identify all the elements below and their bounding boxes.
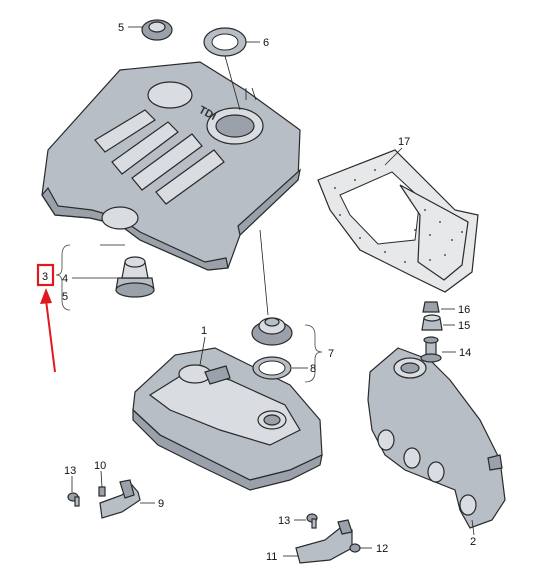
oil-cap-seal — [252, 356, 292, 380]
stud-13-left — [67, 492, 80, 507]
callout-4: 4 — [62, 273, 68, 285]
intake-manifold — [367, 347, 506, 529]
callout-14: 14 — [459, 347, 471, 359]
callout-6: 6 — [263, 37, 269, 49]
nut-16 — [422, 301, 440, 313]
callout-8: 8 — [310, 363, 316, 375]
bracket-11 — [295, 519, 353, 564]
engine-cover: TDI — [41, 61, 301, 271]
foam-texture — [334, 169, 463, 263]
brace-7-8 — [304, 324, 323, 383]
callout-1: 1 — [201, 325, 207, 337]
grommet-top — [141, 19, 173, 41]
callout-12: 12 — [376, 543, 388, 555]
callout-labels: 1 2 3 4 5 5 6 7 8 9 10 11 12 13 13 14 15… — [42, 22, 476, 563]
nut-12 — [349, 543, 361, 553]
callout-3: 3 — [42, 271, 48, 283]
rubber-mount — [115, 256, 155, 298]
oil-filler-cap — [251, 317, 293, 346]
noise-insulation — [317, 149, 479, 293]
callout-5-top: 5 — [118, 22, 124, 34]
stud-13-right — [306, 513, 318, 529]
callout-highlight — [36, 263, 56, 373]
callout-10: 10 — [94, 460, 106, 472]
callout-15: 15 — [458, 320, 470, 332]
callout-16: 16 — [458, 304, 470, 316]
callout-11: 11 — [266, 551, 277, 563]
callout-5-lower: 5 — [62, 291, 68, 303]
callout-9: 9 — [158, 498, 164, 510]
leader-lines — [71, 26, 475, 557]
brace-3-4-5 — [55, 244, 71, 311]
bolt-14 — [420, 336, 442, 363]
cylinder-head-cover — [132, 347, 323, 491]
callout-17: 17 — [398, 136, 410, 148]
seal-ring-top — [203, 27, 247, 57]
callout-13-left: 13 — [64, 465, 76, 477]
callout-13-right: 13 — [278, 515, 290, 527]
bracket-9 — [99, 479, 141, 519]
callout-7: 7 — [328, 348, 334, 360]
bolt-10 — [98, 486, 106, 497]
callout-2: 2 — [470, 536, 476, 548]
bushing-15 — [421, 314, 443, 331]
